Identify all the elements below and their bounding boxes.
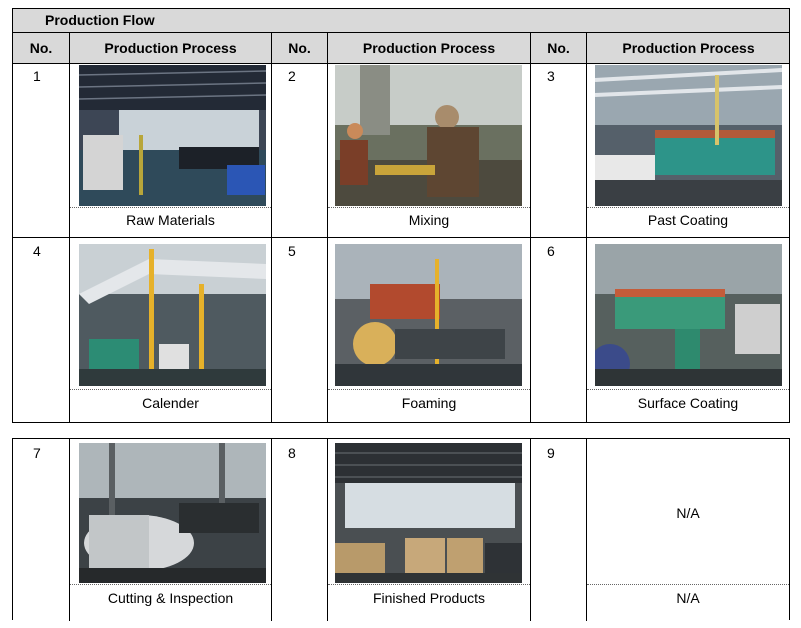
past-coating-photo bbox=[595, 65, 782, 206]
cutting-inspection-photo bbox=[79, 443, 266, 583]
header-no-3: No. bbox=[547, 40, 570, 56]
foaming-photo bbox=[335, 244, 522, 386]
header-row: No. Production Process No. Production Pr… bbox=[13, 33, 789, 64]
step-number: 1 bbox=[33, 68, 41, 84]
step-number: 3 bbox=[547, 68, 555, 84]
step-number: 5 bbox=[288, 243, 296, 259]
header-no-1: No. bbox=[29, 40, 53, 56]
step-number: 4 bbox=[33, 243, 41, 259]
surface-coating-photo bbox=[595, 244, 782, 386]
step-number: 6 bbox=[547, 243, 555, 259]
step-caption: Calender bbox=[142, 395, 199, 411]
step-caption: Past Coating bbox=[647, 212, 729, 228]
step-caption: N/A bbox=[676, 590, 700, 606]
step-caption: Raw Materials bbox=[126, 212, 215, 228]
raw-materials-photo bbox=[79, 65, 266, 206]
header-no-2: No. bbox=[288, 40, 311, 56]
step-caption: Cutting & Inspection bbox=[107, 590, 234, 606]
header-process-2: Production Process bbox=[362, 40, 496, 56]
header-process-3: Production Process bbox=[622, 40, 755, 56]
step-number: 9 bbox=[547, 445, 555, 461]
step-number: 8 bbox=[288, 445, 296, 461]
production-flow-table: Production Flow No. Production Process N… bbox=[12, 8, 790, 423]
calender-photo bbox=[79, 244, 266, 386]
finished-products-photo bbox=[335, 443, 522, 583]
step-number: 2 bbox=[288, 68, 296, 84]
header-process-1: Production Process bbox=[104, 40, 237, 56]
production-flow-table-continued: 7 Cutting & Inspection 8 Finished Produc… bbox=[12, 438, 790, 621]
step-caption: Surface Coating bbox=[637, 395, 739, 411]
photo-placeholder-text: N/A bbox=[676, 505, 700, 521]
step-caption: Finished Products bbox=[372, 590, 486, 606]
step-caption: Mixing bbox=[408, 212, 450, 228]
table-title: Production Flow bbox=[13, 9, 789, 33]
step-caption: Foaming bbox=[401, 395, 457, 411]
mixing-photo bbox=[335, 65, 522, 206]
step-number: 7 bbox=[33, 445, 41, 461]
